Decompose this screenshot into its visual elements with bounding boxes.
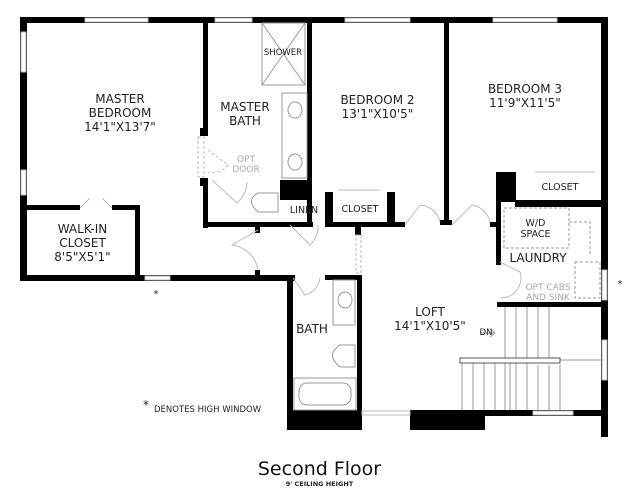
master-bedroom-label: MASTER BEDROOM 14'1"X13'7"	[80, 92, 160, 134]
ceiling-height: 9' CEILING HEIGHT	[285, 480, 354, 488]
laundry-label: LAUNDRY	[509, 251, 567, 265]
room-name: BATH	[229, 114, 261, 128]
label-line: OPT CABS	[525, 283, 571, 293]
label-line: W/D	[525, 218, 546, 229]
doors	[79, 136, 595, 299]
closet-label: CLOSET	[541, 182, 579, 193]
room-name: LOFT	[415, 305, 445, 319]
room-size: 14'1"X10'5"	[394, 319, 466, 333]
shower-label: SHOWER	[263, 48, 303, 58]
label-line: SPACE	[520, 229, 551, 240]
room-size: 14'1"X13'7"	[84, 120, 156, 134]
floor-title: Second Floor	[257, 458, 382, 480]
linen-label: LINEN	[289, 205, 319, 216]
wd-space-label: W/D SPACE	[508, 218, 563, 240]
high-window-mark: *	[153, 289, 159, 300]
legend-asterisk: *	[143, 398, 149, 412]
opt-door-label: OPT DOOR	[226, 155, 266, 175]
master-bath-label: MASTER BATH	[210, 100, 280, 128]
room-name: BEDROOM	[88, 106, 152, 120]
room-name: MASTER	[220, 100, 270, 114]
loft-label: LOFT 14'1"X10'5"	[385, 305, 475, 333]
room-name: WALK-IN	[57, 222, 108, 236]
bedroom-3-label: BEDROOM 3 11'9"X11'5"	[470, 82, 580, 110]
opt-cabs-label: OPT CABS AND SINK	[518, 283, 578, 303]
label-line: OPT	[236, 155, 255, 165]
windows	[20, 17, 608, 416]
room-name: MASTER	[95, 92, 145, 106]
walk-in-closet-label: WALK-IN CLOSET 8'5"X5'1"	[35, 222, 130, 264]
high-window-mark: *	[617, 279, 623, 290]
stairs-down-label: DN	[479, 328, 493, 338]
room-name: BEDROOM 3	[487, 82, 563, 96]
room-size: 11'9"X11'5"	[489, 96, 561, 110]
label-line: AND SINK	[526, 293, 570, 303]
room-size: 8'5"X5'1"	[54, 250, 111, 264]
closet-label: CLOSET	[341, 204, 379, 215]
bath-label: BATH	[296, 322, 328, 336]
label-line: DOOR	[232, 165, 260, 175]
room-name: CLOSET	[59, 236, 106, 250]
bedroom-2-label: BEDROOM 2 13'1"X10'5"	[320, 93, 435, 121]
room-size: 13'1"X10'5"	[341, 107, 414, 121]
fixtures	[251, 22, 601, 411]
legend-text: DENOTES HIGH WINDOW	[154, 405, 262, 415]
room-name: BEDROOM 2	[340, 93, 415, 107]
